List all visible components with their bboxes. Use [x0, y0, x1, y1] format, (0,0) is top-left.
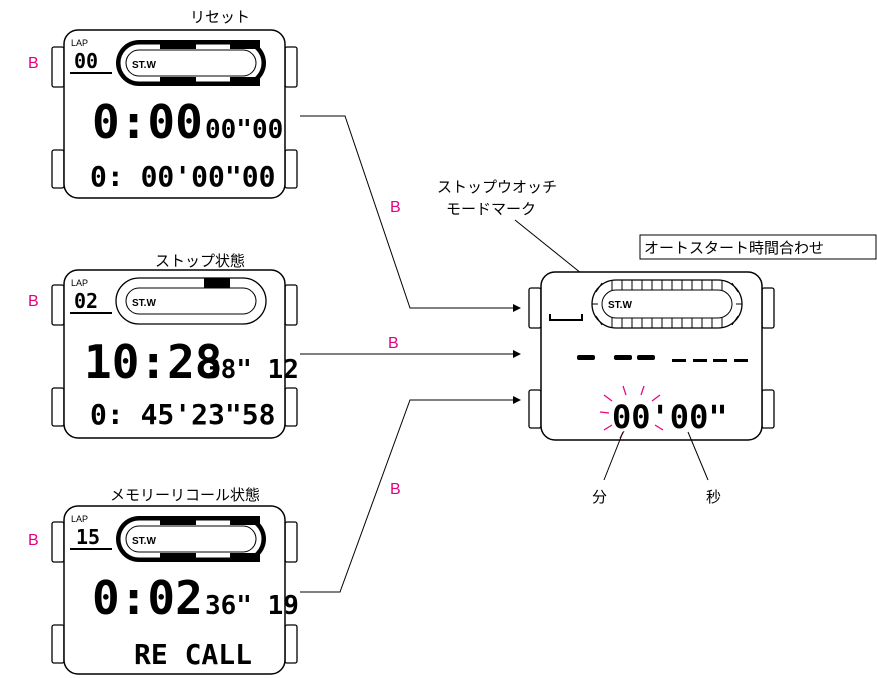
- left-bottom-button[interactable]: [51, 624, 65, 664]
- minute-label: 分: [592, 488, 607, 506]
- panel-recall-title: メモリーリコール状態: [110, 486, 260, 504]
- right-top-button[interactable]: [284, 46, 298, 88]
- left-top-button[interactable]: [51, 284, 65, 326]
- right-bottom-button[interactable]: [284, 149, 298, 189]
- panel-reset-title: リセット: [190, 8, 250, 26]
- auto-start-title: オートスタート時間合わせ: [644, 239, 824, 257]
- right-bottom-button[interactable]: [284, 624, 298, 664]
- arrow-label-3: B: [390, 481, 401, 498]
- main-time-small: 00"00: [205, 115, 283, 145]
- mode-mark-label-line1: ストップウオッチ: [437, 178, 557, 196]
- second-label: 秒: [706, 488, 721, 506]
- panel-stop-title: ストップ状態: [155, 252, 245, 270]
- main-time-big: 0:02: [92, 571, 203, 625]
- right-top-button[interactable]: [284, 521, 298, 563]
- arrow-label-2: B: [388, 335, 399, 352]
- arrow-from-recall: [300, 396, 521, 593]
- panel-stop-button-b-label: B: [28, 293, 39, 310]
- lap-value: 02: [74, 289, 98, 313]
- panel-reset-button-b-label: B: [28, 55, 39, 72]
- lap-label: LAP: [71, 514, 88, 524]
- panel-recall-button-b-label: B: [28, 532, 39, 549]
- lower-text: RE CALL: [134, 638, 252, 671]
- right-bottom-button[interactable]: [284, 387, 298, 427]
- arrow-from-reset: [300, 115, 521, 312]
- second-leader: [687, 431, 709, 481]
- main-time-big: 10:28: [84, 335, 222, 389]
- lap-value: 00: [74, 49, 98, 73]
- left-bottom-button[interactable]: [51, 387, 65, 427]
- left-top-button[interactable]: [51, 521, 65, 563]
- left-top-button[interactable]: [528, 287, 542, 329]
- left-bottom-button[interactable]: [528, 389, 542, 429]
- auto-start-title-box: [639, 234, 877, 260]
- lap-placeholder: [549, 314, 583, 321]
- mode-indicator: ST.W: [132, 536, 156, 547]
- panel-stop: ストップ状態 B LAP 02 ST.W 10:28 38" 12 0: 45'…: [28, 252, 299, 439]
- mode-indicator: ST.W: [132, 60, 156, 71]
- right-bottom-button[interactable]: [761, 389, 775, 429]
- mode-indicator: ST.W: [132, 298, 156, 309]
- lap-label: LAP: [71, 278, 88, 288]
- right-top-button[interactable]: [284, 284, 298, 326]
- auto-start-time: 00'00": [612, 398, 728, 436]
- mode-mark-label-line2: モードマーク: [446, 200, 536, 218]
- right-top-button[interactable]: [761, 287, 775, 329]
- mode-indicator: ST.W: [608, 300, 632, 311]
- panel-auto-start: ストップウオッチ モードマーク オートスタート時間合わせ: [437, 178, 877, 506]
- dash-row: [577, 355, 748, 362]
- lower-time: 0: 45'23"58: [90, 398, 275, 431]
- minute-leader: [603, 431, 624, 481]
- panel-reset: リセット B LAP 00 ST.W 0:00 00"00 0: 00'00"0…: [28, 8, 298, 199]
- lap-value: 15: [76, 525, 100, 549]
- lower-time: 0: 00'00"00: [90, 160, 275, 193]
- left-bottom-button[interactable]: [51, 149, 65, 189]
- arrow-label-1: B: [390, 199, 401, 216]
- main-time-small: 36" 19: [205, 591, 299, 621]
- left-top-button[interactable]: [51, 46, 65, 88]
- panel-recall: メモリーリコール状態 B LAP 15 ST.W 0:02 36" 19 RE …: [28, 486, 299, 675]
- lap-label: LAP: [71, 38, 88, 48]
- main-time-big: 0:00: [92, 95, 203, 149]
- main-time-small: 38" 12: [205, 355, 299, 385]
